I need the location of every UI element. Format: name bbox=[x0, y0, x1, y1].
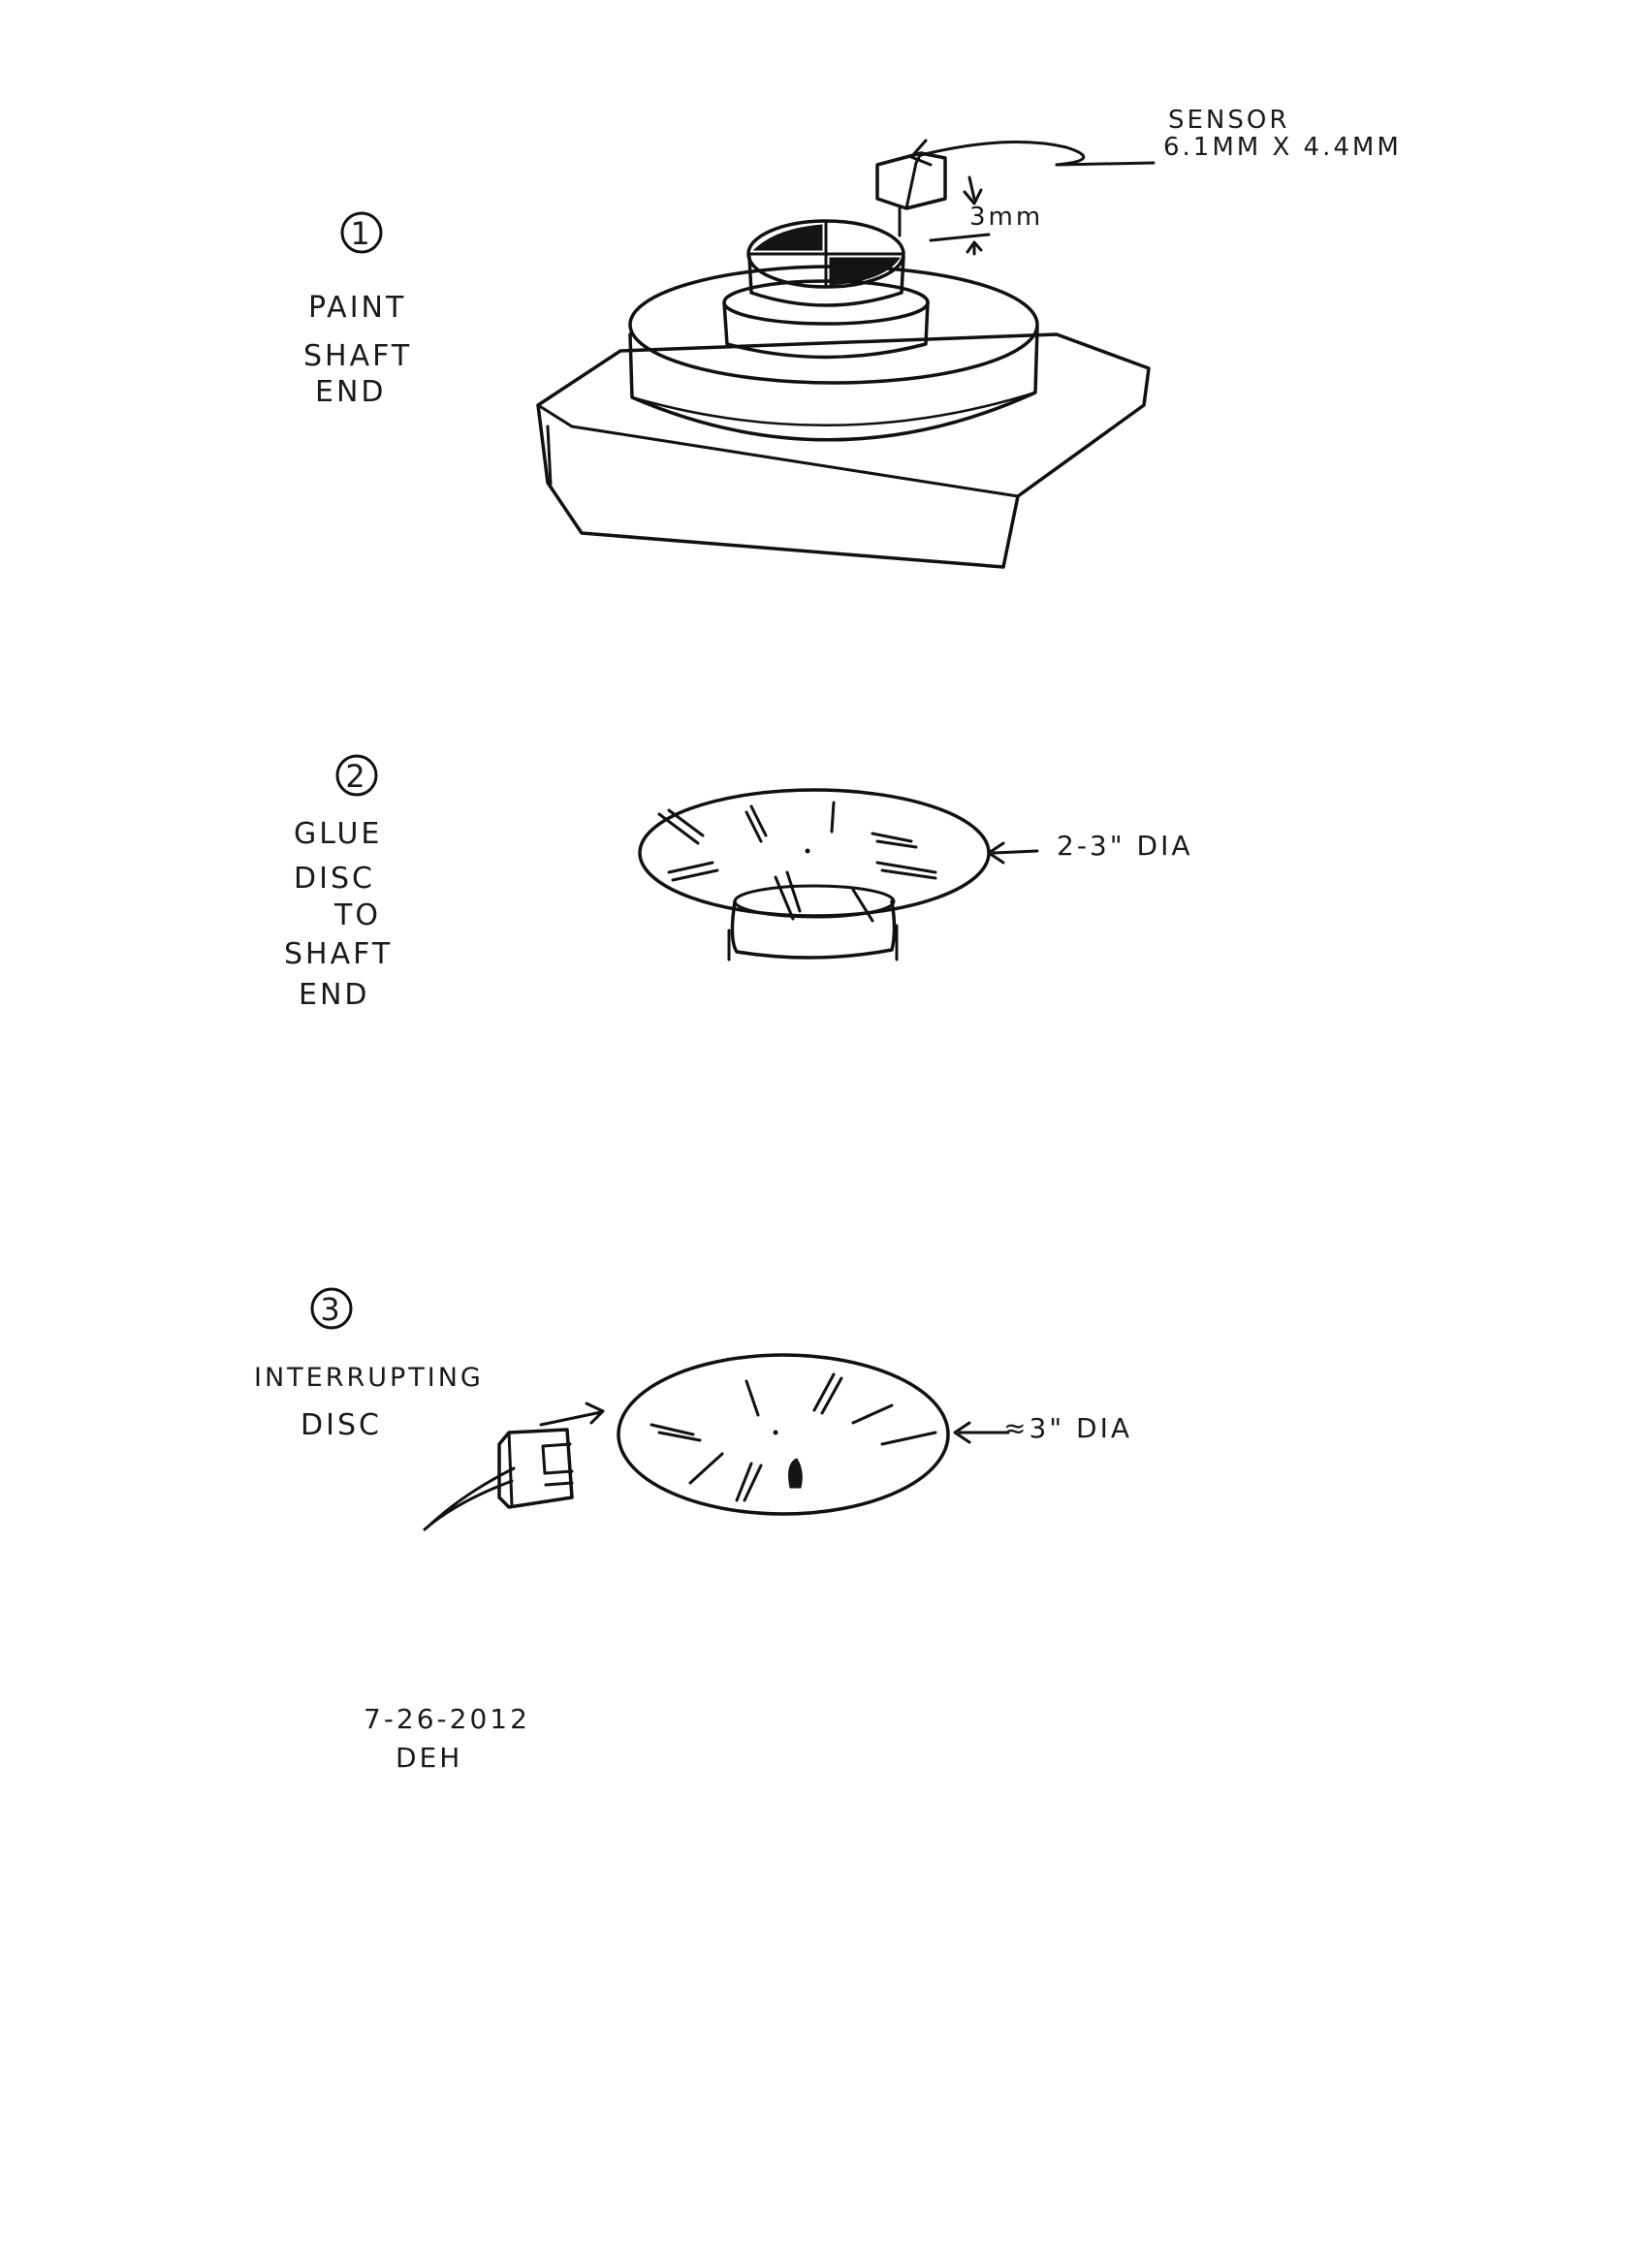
step-1-caption-line-3: END bbox=[315, 375, 387, 409]
step-2: 2 GLUE DISC TO SHAFT END bbox=[284, 756, 1192, 1012]
step-1-caption-line-2: SHAFT bbox=[303, 339, 412, 373]
step-3: 3 INTERRUPTING DISC bbox=[254, 1289, 1132, 1529]
step-2-diameter-label: 2-3" DIA bbox=[1057, 830, 1192, 862]
step-1-number: 1 bbox=[350, 215, 372, 252]
step-3-number: 3 bbox=[320, 1291, 342, 1328]
step-3-caption-line-2: DISC bbox=[301, 1408, 382, 1442]
signature-date: 7-26-2012 bbox=[364, 1703, 530, 1735]
signature-initials: DEH bbox=[396, 1742, 462, 1774]
painted-quadrant-top-left bbox=[754, 225, 822, 250]
slotted-optical-sensor bbox=[425, 1430, 572, 1529]
rotation-arrow bbox=[541, 1403, 603, 1425]
step-3-caption-line-1: INTERRUPTING bbox=[254, 1363, 484, 1393]
interrupting-disc-slots bbox=[651, 1374, 935, 1500]
step-2-caption-line-2: DISC bbox=[294, 862, 375, 896]
step-2-caption-line-5: END bbox=[299, 978, 370, 1012]
interrupting-disc bbox=[618, 1355, 948, 1514]
step-3-diameter-label: ≈3" DIA bbox=[1003, 1412, 1132, 1444]
sensor-title: SENSOR bbox=[1168, 106, 1289, 135]
signature-block: 7-26-2012 DEH bbox=[364, 1703, 530, 1774]
motor-flange bbox=[630, 267, 1037, 440]
gap-label: 3mm bbox=[969, 203, 1043, 232]
step-1: 1 PAINT SHAFT END bbox=[303, 106, 1402, 567]
step-2-caption-line-1: GLUE bbox=[294, 817, 382, 851]
gap-dimension: 3mm bbox=[931, 203, 1043, 254]
step-2-caption-line-4: SHAFT bbox=[284, 937, 393, 971]
step-2-caption-line-3: TO bbox=[333, 898, 381, 932]
interrupting-disc-diameter-arrow bbox=[955, 1423, 1008, 1442]
step-1-caption-line-1: PAINT bbox=[308, 291, 406, 325]
sensor-leader-arrow bbox=[911, 141, 1154, 165]
slotted-disc bbox=[640, 790, 989, 960]
sensor-size: 6.1MM X 4.4MM bbox=[1163, 133, 1402, 162]
painted-shaft-end bbox=[748, 221, 903, 305]
disc-diameter-arrow bbox=[989, 843, 1037, 863]
step-2-number: 2 bbox=[345, 758, 367, 795]
